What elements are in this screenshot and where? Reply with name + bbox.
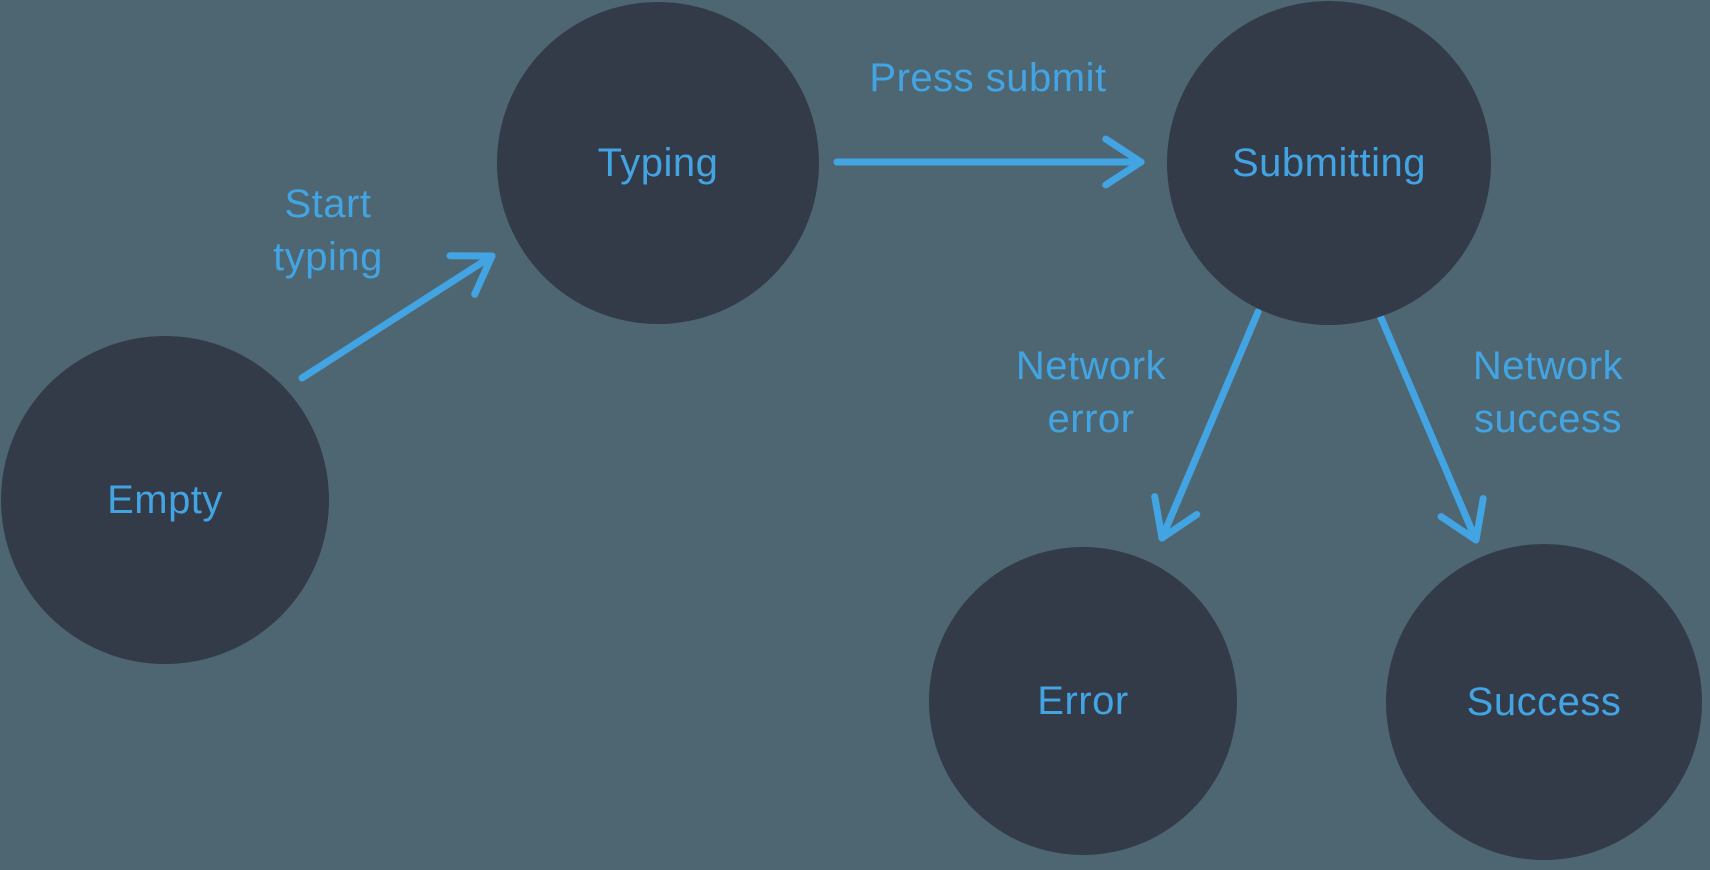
transition-label-line: error [1047,397,1135,441]
state-node-submitting: Submitting [1167,1,1491,325]
transition-arrow-network-error [1158,308,1262,542]
state-label-submitting: Submitting [1232,140,1426,185]
state-label-error: Error [1037,678,1129,723]
arrowhead-icon-network-error [1151,493,1201,542]
arrowhead-icon-press-submit [1102,135,1145,189]
transition-label-line: Start [284,182,372,226]
transition-label-start-typing: Start typing [273,178,383,284]
transition-label-network-success: Network success [1473,340,1623,446]
state-label-empty: Empty [107,477,223,522]
state-label-typing: Typing [597,140,719,185]
arrowhead-icon-network-success [1437,495,1487,544]
transition-label-line: Network [1472,344,1624,388]
state-node-typing: Typing [497,2,819,324]
transition-label-press-submit: Press submit [869,52,1106,105]
arrowhead-icon-start-typing [446,252,496,298]
transition-label-line: typing [273,235,383,279]
state-node-error: Error [929,547,1237,855]
transition-label-network-error: Network error [1016,340,1166,446]
transition-label-line: success [1473,397,1622,441]
transition-arrow-network-success [1375,309,1480,544]
state-node-empty: Empty [1,336,329,664]
state-node-success: Success [1386,544,1702,860]
state-label-success: Success [1466,679,1622,724]
transition-label-line: Network [1015,344,1167,388]
transition-label-line: Press submit [869,56,1107,100]
transition-arrow-start-typing [298,252,496,382]
